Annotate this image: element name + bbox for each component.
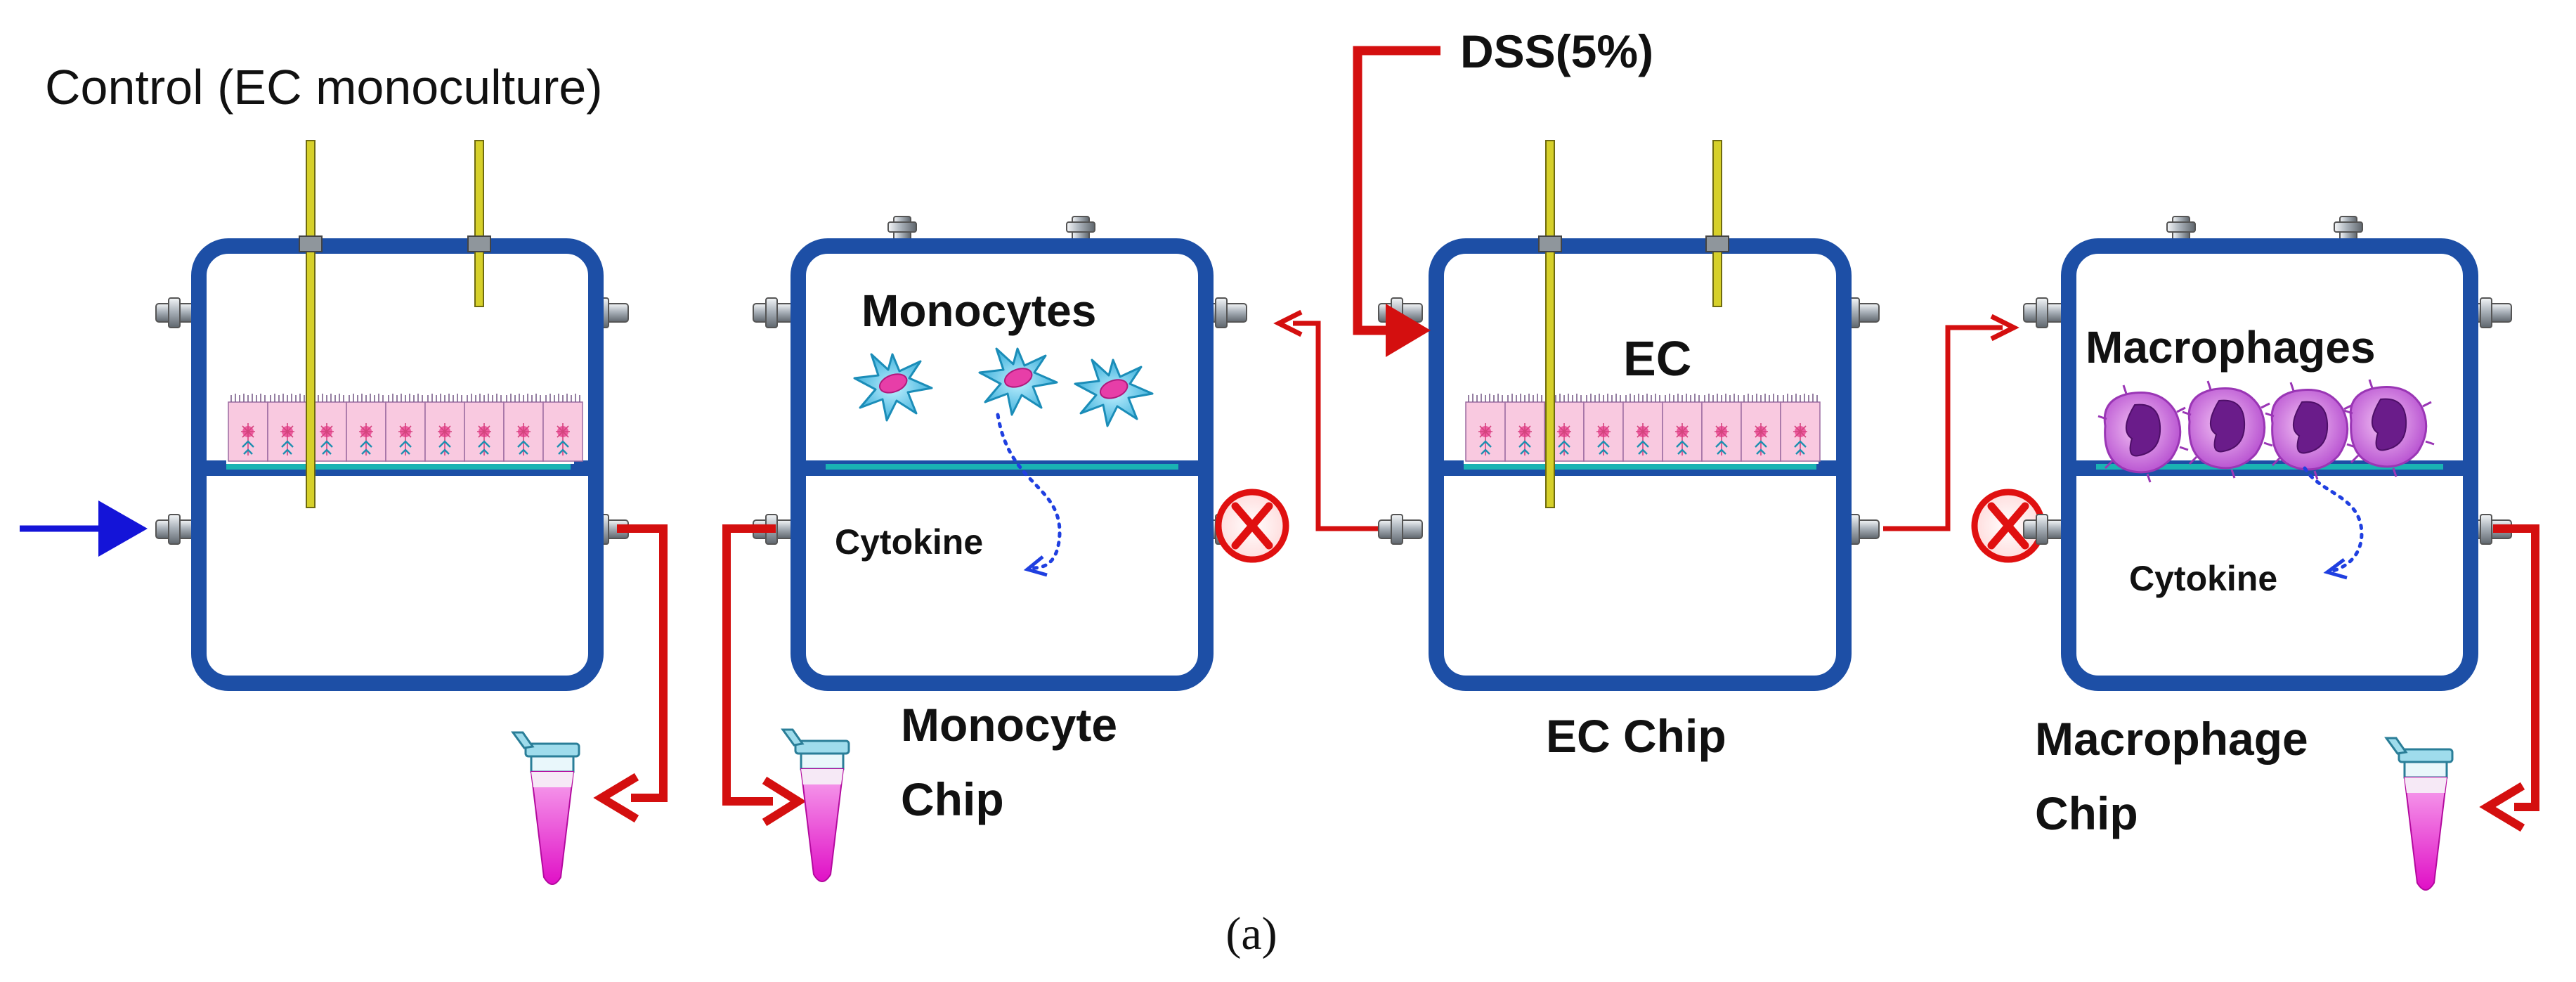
connector-port-icon [753,297,798,328]
control-outlet-flow [593,524,668,823]
connector-port-icon [1378,514,1423,545]
macrophage-chip-label: Macrophage [2035,713,2308,765]
probe [306,140,316,508]
connector-port-icon [2023,297,2068,328]
macrophage-chip [2023,216,2512,691]
macrophage-outlet-flow [2479,524,2539,832]
sample-tube-icon [2385,737,2454,891]
ec-label: EC [1623,331,1691,386]
monocyte-chip-label: Monocyte [901,699,1117,751]
ec-to-macrophage-flow [1883,314,2019,531]
control-chip [155,140,629,691]
probe [1712,140,1722,307]
x-circle-icon [1218,492,1286,560]
ec-chip-label: EC Chip [1546,710,1726,762]
input-arrow [20,500,148,557]
ec-cell-layer [1464,392,1821,463]
ec-cell-layer [227,392,584,463]
monocyte-chip-label-2: Chip [901,773,1004,825]
monocyte-chip [753,216,1247,691]
cytokine-path [2303,466,2364,573]
monocytes-label: Monocytes [861,285,1096,336]
cytokine-label-2: Cytokine [2129,559,2277,598]
control-title: Control (EC monoculture) [45,60,603,115]
cytokine-label: Cytokine [835,522,983,562]
ec-chip [1378,140,1880,691]
sample-tube-icon [512,731,580,886]
probe [1545,140,1555,508]
cytokine-path [996,413,1062,570]
ec-to-monocyte-flow [1273,309,1414,531]
probe [474,140,484,307]
monocyte-outlet-flow [722,524,807,827]
dss-arrow [1353,46,1440,357]
panel-label: (a) [1225,908,1277,960]
macrophage-chip-label-2: Chip [2035,787,2138,839]
macrophages-label: Macrophages [2086,322,2376,373]
dss-label: DSS(5%) [1460,25,1653,77]
